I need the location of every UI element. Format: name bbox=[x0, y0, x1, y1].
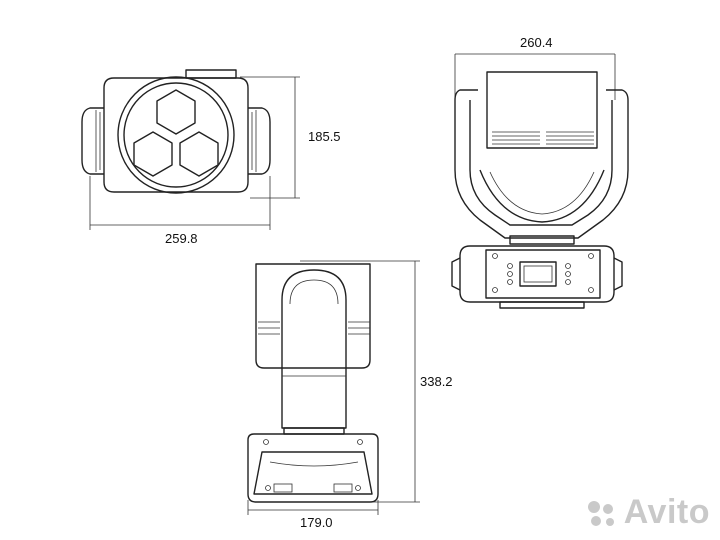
front-width-label: 259.8 bbox=[165, 231, 198, 246]
front-height-label: 185.5 bbox=[308, 129, 341, 144]
side-view: 260.4 bbox=[451, 35, 629, 309]
watermark-text: Avito bbox=[623, 493, 710, 531]
full-view: 338.2 1 bbox=[247, 260, 453, 530]
avito-logo-icon bbox=[587, 501, 614, 527]
watermark: Avito bbox=[584, 493, 710, 532]
front-view: 185.5 259.8 bbox=[81, 69, 341, 246]
side-width-label: 260.4 bbox=[520, 35, 553, 50]
full-height-label: 338.2 bbox=[420, 374, 453, 389]
base-depth-label: 179.0 bbox=[300, 515, 333, 530]
